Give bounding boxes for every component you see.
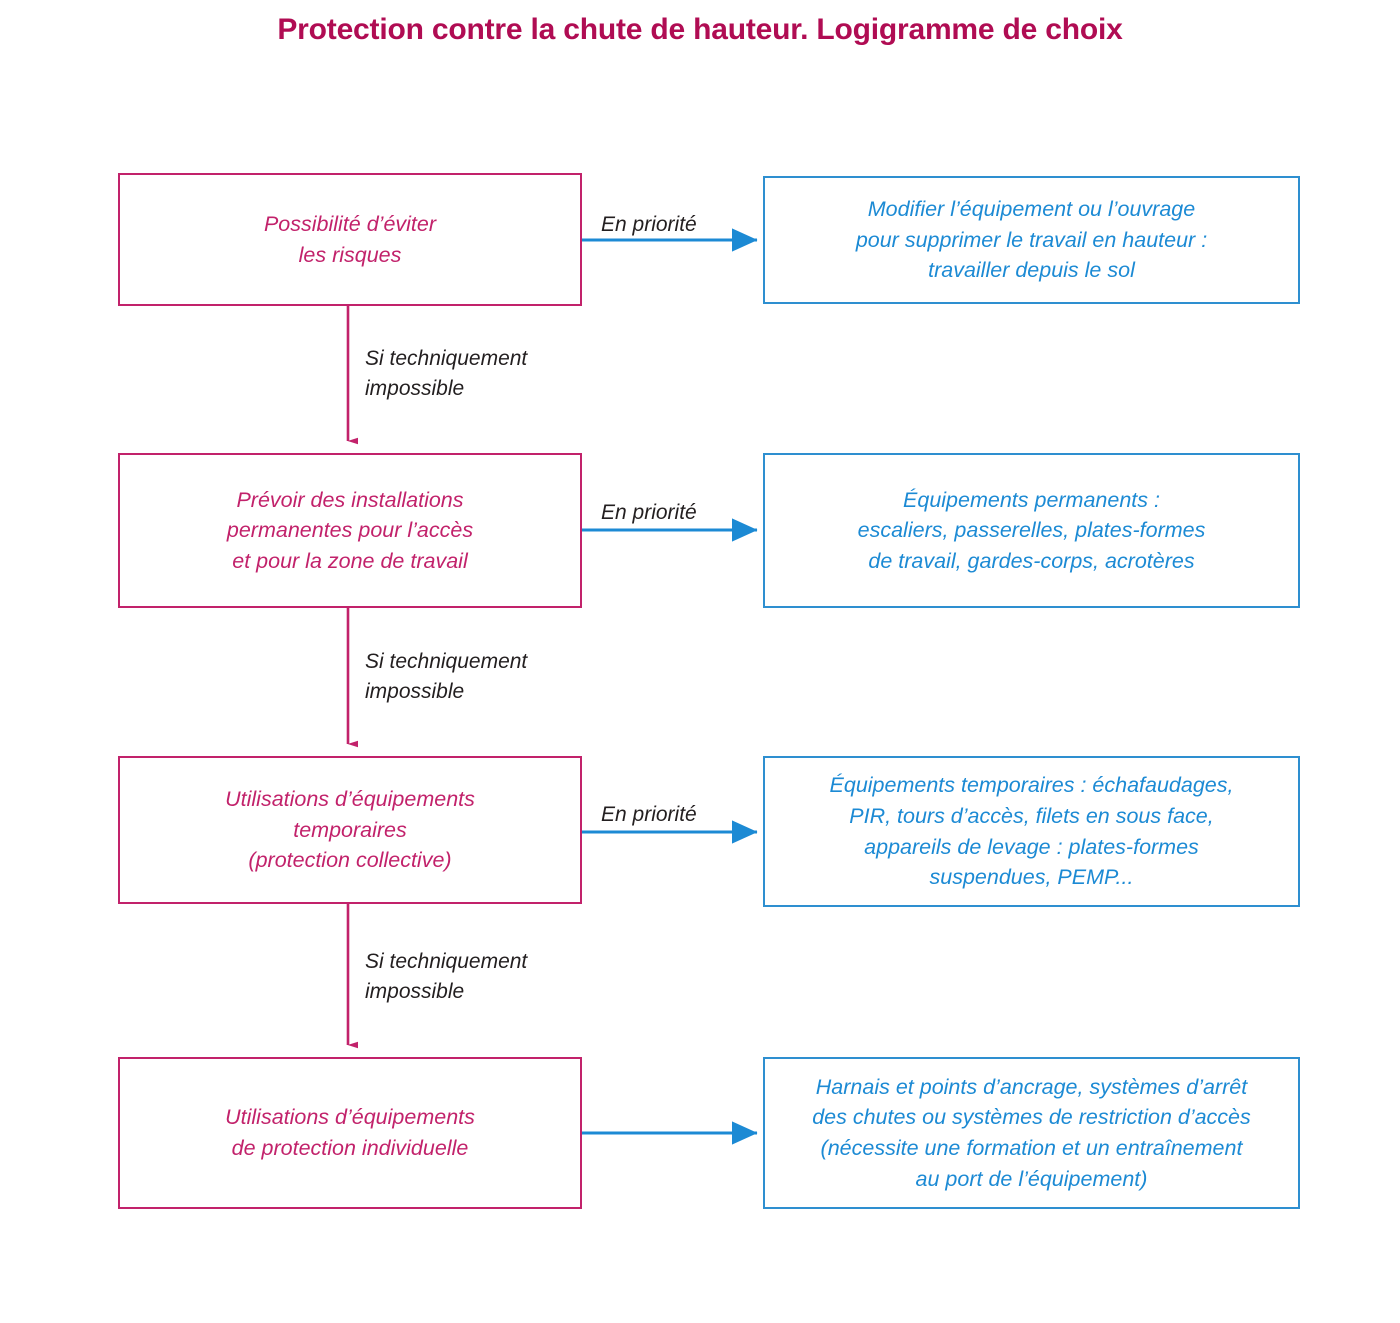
edge-label-priority-2: En priorité xyxy=(601,501,697,524)
principle-box-4[interactable]: Utilisations d’équipements de protection… xyxy=(118,1057,582,1209)
edge-label-priority-3: En priorité xyxy=(601,803,697,826)
principle-box-3[interactable]: Utilisations d’équipements temporaires (… xyxy=(118,756,582,904)
solution-box-1[interactable]: Modifier l’équipement ou l’ouvrage pour … xyxy=(763,176,1300,304)
solution-box-4[interactable]: Harnais et points d’ancrage, systèmes d’… xyxy=(763,1057,1300,1209)
principle-box-2[interactable]: Prévoir des installations permanentes po… xyxy=(118,453,582,608)
edge-label-impossible-1: Si techniquement impossible xyxy=(365,347,528,401)
page-title: Protection contre la chute de hauteur. L… xyxy=(277,13,1123,46)
solution-box-3[interactable]: Équipements temporaires : échafaudages, … xyxy=(763,756,1300,907)
edge-label-priority-1: En priorité xyxy=(601,213,697,236)
edge-label-impossible-3: Si techniquement impossible xyxy=(365,950,528,1004)
principle-box-1[interactable]: Possibilité d’éviter les risques xyxy=(118,173,582,306)
solution-box-2[interactable]: Équipements permanents : escaliers, pass… xyxy=(763,453,1300,608)
edge-label-impossible-2: Si techniquement impossible xyxy=(365,650,528,704)
